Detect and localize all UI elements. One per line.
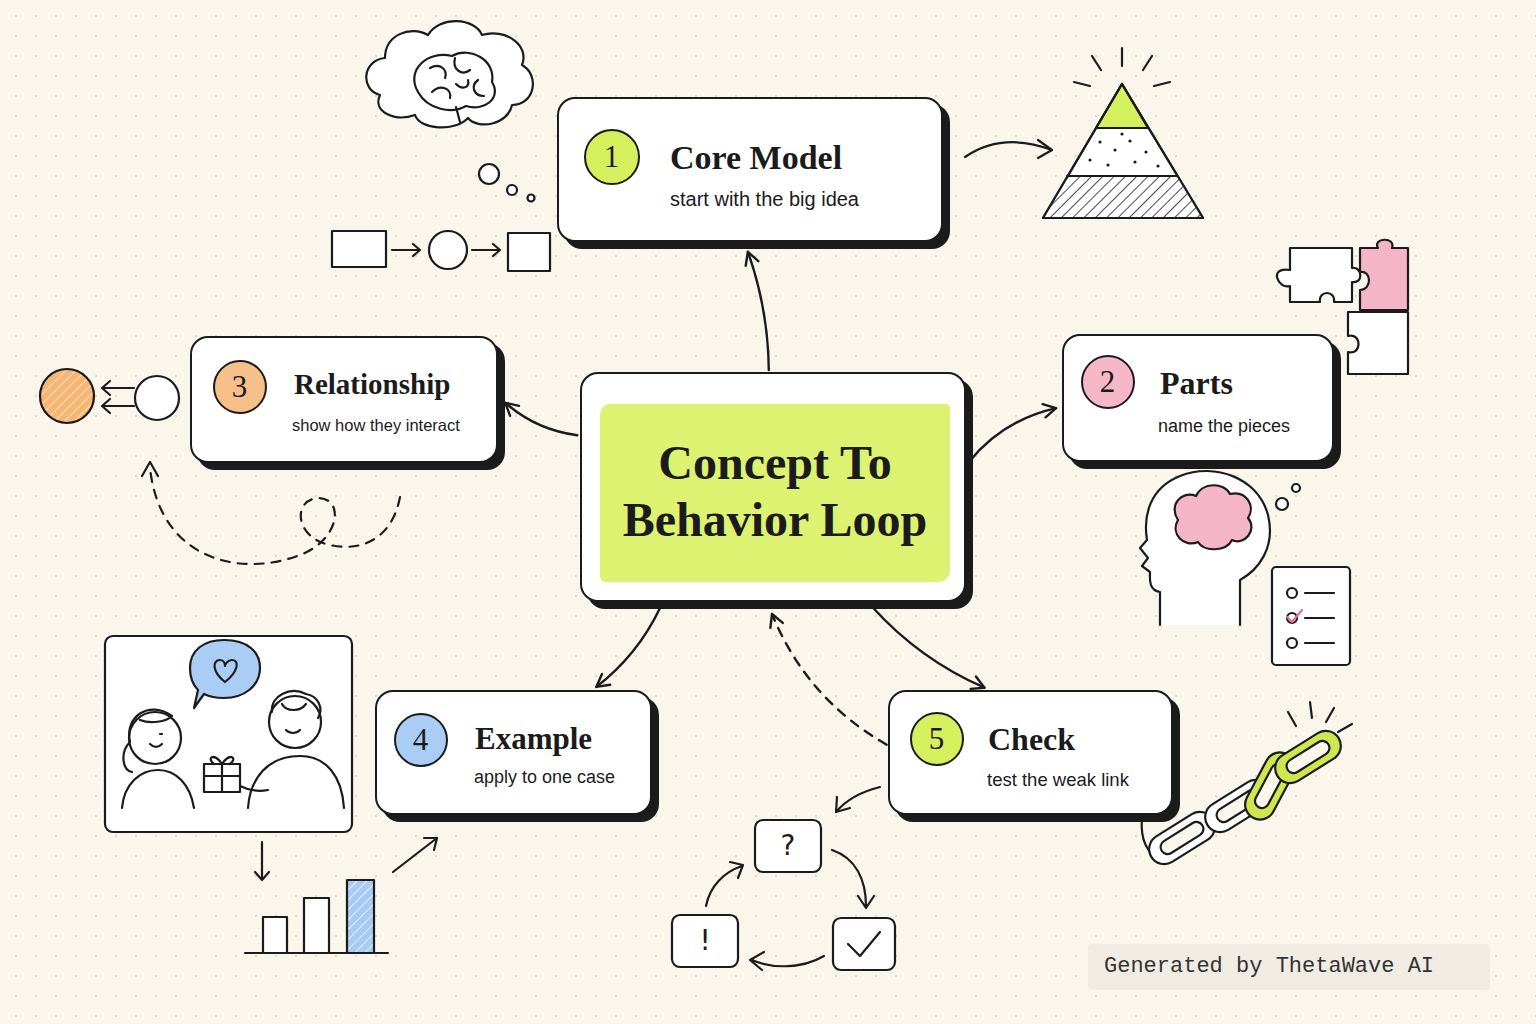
step-heading: Parts xyxy=(1160,365,1328,402)
step-heading: Core Model xyxy=(670,138,937,177)
thought-cloud xyxy=(366,21,534,201)
callout-number-text: 5 xyxy=(929,723,945,754)
step-box: Relationship show how they interact 3 xyxy=(190,336,498,463)
callout-number-text: 1 xyxy=(604,141,620,172)
step-heading: Example xyxy=(475,721,646,757)
callout-number-text: 3 xyxy=(232,371,248,402)
step-description: name the pieces xyxy=(1158,416,1328,437)
relationship-icon xyxy=(40,369,179,423)
step-description: test the weak link xyxy=(987,769,1167,790)
connector-arrow xyxy=(505,403,577,435)
cycle-symbol: ! xyxy=(672,927,738,955)
callout-number: 5 xyxy=(910,712,964,766)
step-heading: Check xyxy=(988,721,1167,758)
watermark-plate xyxy=(1088,944,1490,990)
chain-icon xyxy=(1142,702,1352,870)
step-description: show how they interact xyxy=(292,416,492,435)
step-box: Parts name the pieces 2 xyxy=(1062,334,1334,462)
checklist-icon xyxy=(1272,567,1350,665)
step-heading: Relationship xyxy=(294,368,492,401)
connector-arrow xyxy=(872,607,984,689)
step-box: Core Model start with the big idea 1 xyxy=(557,97,943,242)
callout-number: 3 xyxy=(213,360,267,414)
central-title: Concept To Behavior Loop xyxy=(605,434,945,548)
connector-arrow xyxy=(969,404,1057,462)
callout-number-text: 4 xyxy=(413,724,429,755)
callout-number-text: 2 xyxy=(1100,366,1116,397)
connector-arrow xyxy=(596,608,660,687)
step-description: apply to one case xyxy=(474,767,646,788)
step-description: start with the big idea xyxy=(670,188,937,211)
central-box: Concept To Behavior Loop xyxy=(580,372,966,602)
connector-arrow xyxy=(746,252,769,370)
flow-icon xyxy=(332,231,550,271)
step-box: Check test the weak link 5 xyxy=(888,690,1173,815)
cycle-symbol: ? xyxy=(755,832,821,860)
feedback-loop xyxy=(142,462,400,564)
watermark: Generated by ThetaWave AI xyxy=(1104,954,1484,979)
pointer-arrow xyxy=(965,140,1052,158)
callout-number: 4 xyxy=(394,713,448,767)
connector-arrow xyxy=(770,614,886,745)
callout-number: 2 xyxy=(1081,355,1135,409)
step-box: Example apply to one case 4 xyxy=(375,690,652,815)
cycle-icon xyxy=(672,787,895,970)
callout-number: 1 xyxy=(584,129,640,185)
pyramid-icon xyxy=(1040,48,1206,220)
